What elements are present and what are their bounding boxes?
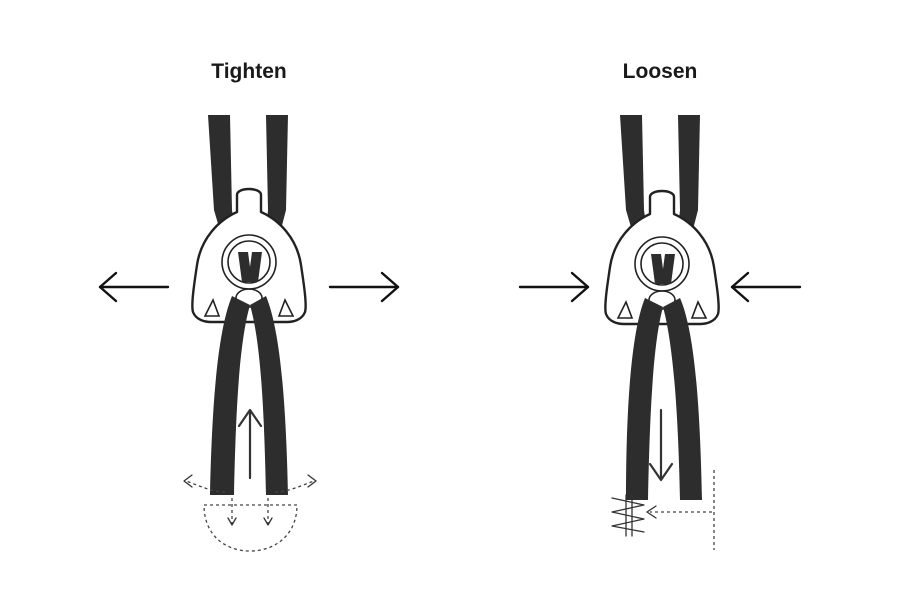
pull-left-arrow	[98, 271, 170, 303]
cord-lock-toggle	[604, 189, 720, 326]
loosen-title: Loosen	[622, 60, 698, 83]
dashed-curve-left	[185, 480, 226, 493]
dashed-semicircle	[203, 504, 298, 552]
tighten-panel	[98, 115, 400, 552]
tighten-title: Tighten	[211, 60, 287, 83]
lower-cord-right	[250, 296, 288, 495]
push-left-arrow	[730, 271, 802, 303]
up-arrow	[237, 408, 263, 480]
cord-lock-toggle	[191, 187, 307, 324]
lower-cord-right	[663, 298, 702, 500]
down-arrow	[648, 408, 674, 482]
loosen-panel	[518, 115, 802, 550]
pull-right-arrow	[328, 271, 400, 303]
lower-cord-left	[210, 296, 250, 495]
frayed-cord-end	[611, 497, 645, 533]
lower-cord-left	[626, 298, 663, 500]
dashed-curve-right	[274, 480, 315, 493]
push-right-arrow	[518, 271, 590, 303]
